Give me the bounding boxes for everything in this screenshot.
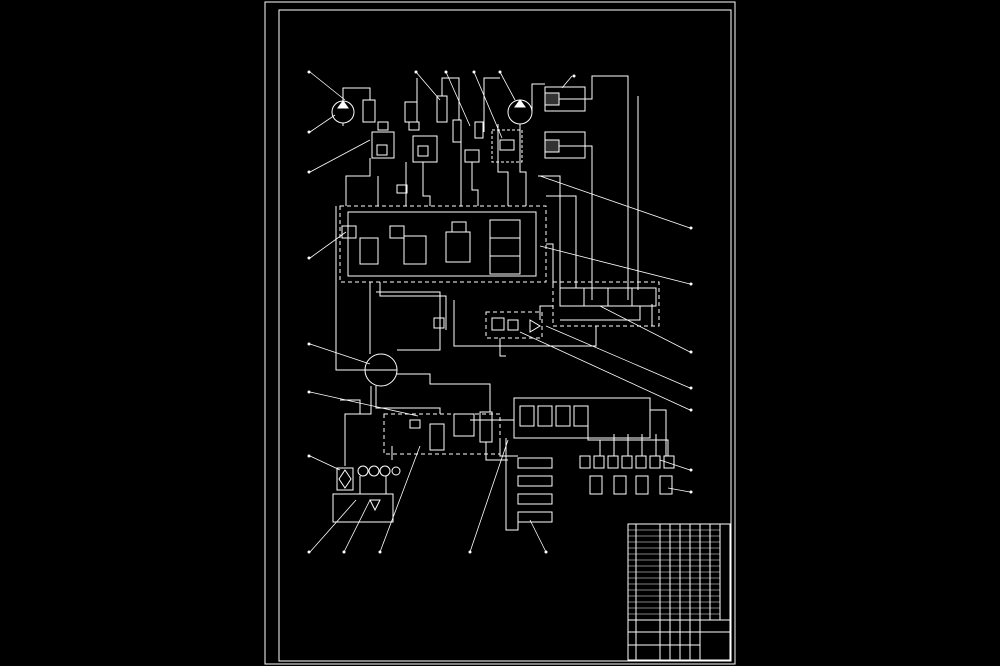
cylinder-top-2 [544,131,586,159]
pump-row [357,465,401,477]
sheet-outer-border [264,1,736,665]
auxiliary-valve-block [552,281,660,327]
leader-lines [309,71,691,553]
filter-unit [336,467,354,491]
sheet-inner-border [278,9,732,662]
valve-column-2 [436,95,484,163]
hydraulic-lines [335,75,669,531]
title-block [627,523,731,661]
balloon-markers [307,70,693,554]
cylinder-top-1 [544,86,586,112]
pressure-valve-center [485,311,543,339]
small-cylinders-left [517,457,553,523]
pressure-switch-row [579,455,675,469]
motor-pump-1 [331,100,355,126]
check-valve-small [396,184,408,194]
control-manifold [339,205,547,283]
relief-valve-stack-1 [362,99,438,163]
lower-right-manifold [513,397,651,439]
pump-2-housing [491,129,523,163]
lower-right-valves [519,405,589,427]
accumulator-valve [433,317,445,329]
lower-manifold [383,413,501,455]
vertical-cylinders [589,475,673,495]
directional-valves [341,219,521,275]
oil-tank [332,493,394,523]
motor-pump-2 [507,99,533,125]
